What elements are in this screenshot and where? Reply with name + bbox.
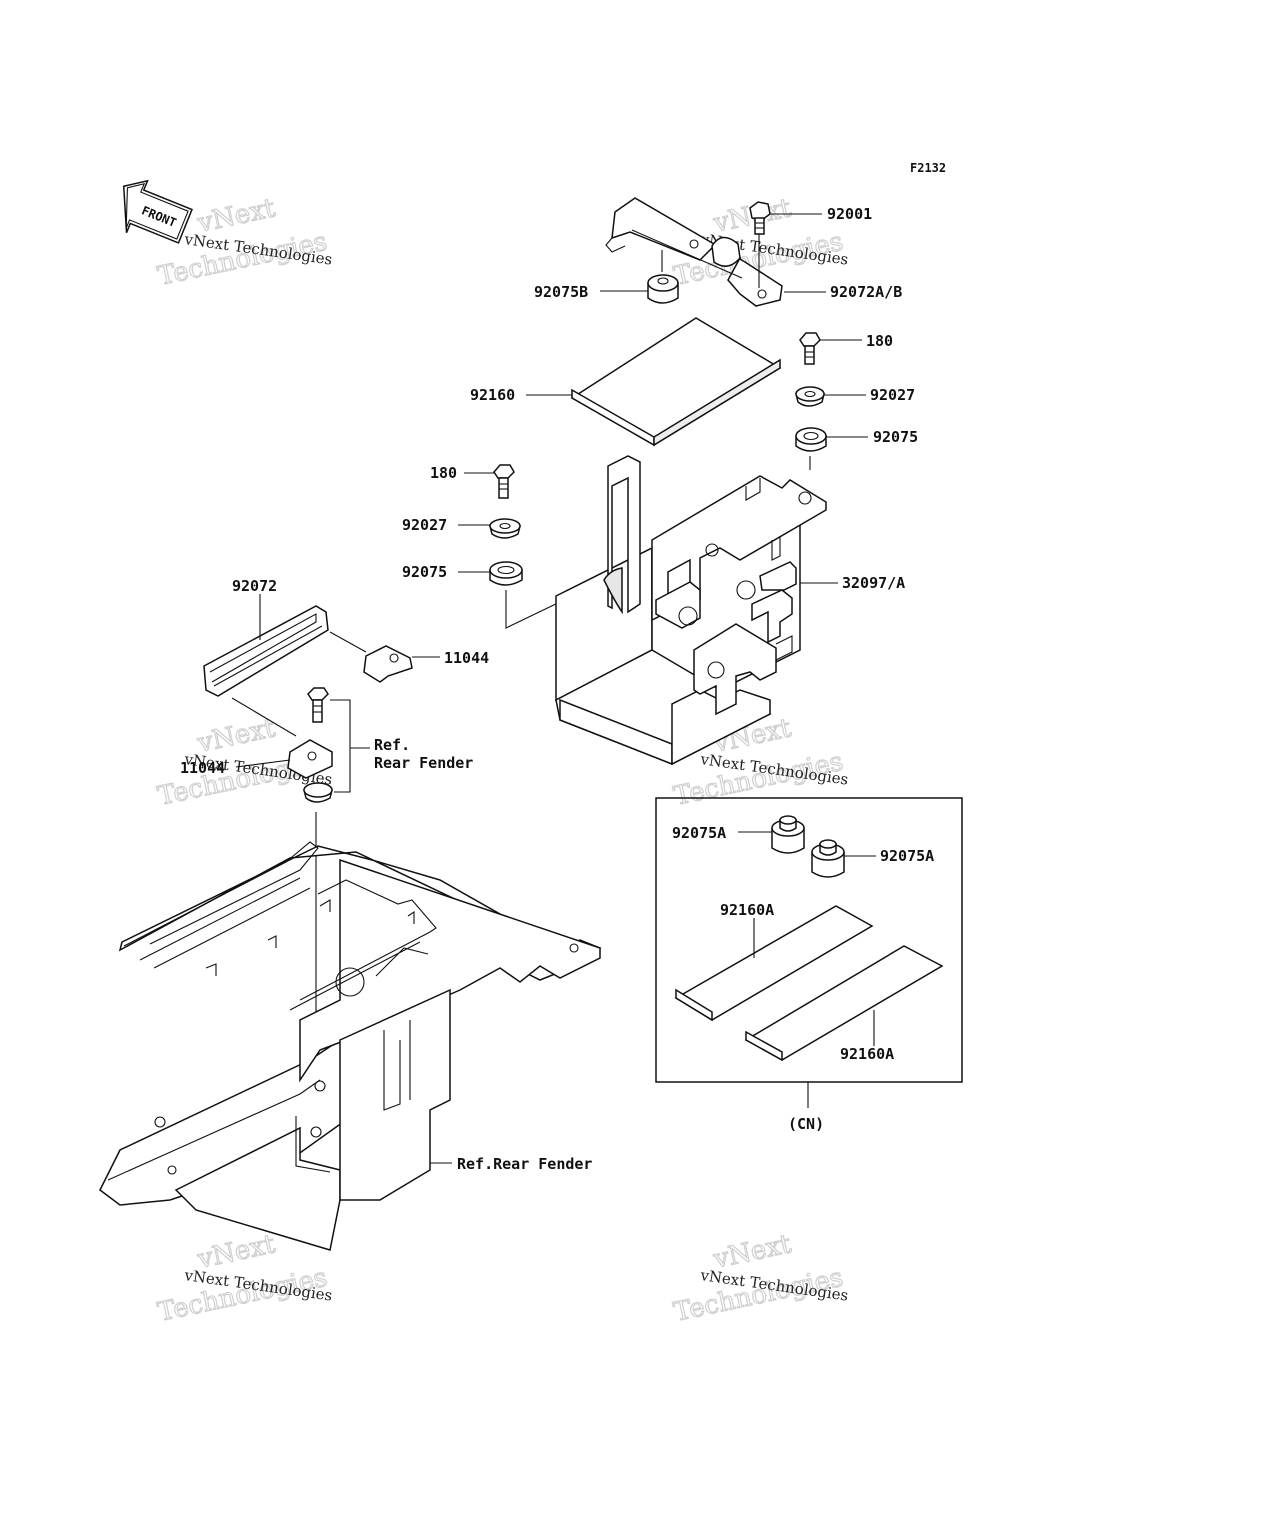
label-92072ab: 92072A/B bbox=[830, 283, 902, 301]
leader-lines bbox=[235, 213, 876, 1164]
front-arrow-icon: FRONT bbox=[122, 179, 193, 244]
pad-92160a-top bbox=[674, 905, 874, 1022]
grommet-92075-left bbox=[489, 561, 523, 586]
label-32097a: 32097/A bbox=[842, 574, 905, 592]
label-92075a-right: 92075A bbox=[880, 847, 934, 865]
bracket-11044-bottom bbox=[287, 739, 333, 779]
label-11044-top: 11044 bbox=[444, 649, 489, 667]
damper-92075b bbox=[647, 250, 679, 304]
label-92160: 92160 bbox=[470, 386, 515, 404]
grommet-92075-right bbox=[795, 427, 827, 452]
label-92075b: 92075B bbox=[534, 283, 588, 301]
bolt-ref-rear-fender bbox=[307, 687, 329, 723]
bolt-92001 bbox=[749, 201, 771, 288]
bracket-11044-top bbox=[363, 645, 413, 683]
label-92075a-left: 92075A bbox=[672, 824, 726, 842]
label-11044-bottom: 11044 bbox=[180, 759, 225, 777]
diagram-code: F2132 bbox=[910, 161, 946, 175]
damper-92075a-right bbox=[811, 839, 845, 878]
damper-92075a-left bbox=[771, 815, 805, 854]
cn-kit-box bbox=[655, 797, 963, 1108]
pad-92160a-bottom bbox=[744, 945, 944, 1062]
strap-92072 bbox=[203, 605, 329, 697]
label-92027-right: 92027 bbox=[870, 386, 915, 404]
label-92075-left: 92075 bbox=[402, 563, 447, 581]
label-ref-rear-fender-bottom: Ref.Rear Fender bbox=[457, 1155, 592, 1173]
label-ref-rear-fender-1: Ref. bbox=[374, 736, 410, 754]
collar-92027-right bbox=[795, 386, 825, 407]
label-92075-right: 92075 bbox=[873, 428, 918, 446]
label-cn: (CN) bbox=[788, 1115, 824, 1133]
label-ref-rear-fender-2: Rear Fender bbox=[374, 754, 473, 772]
bolt-180-left bbox=[493, 464, 515, 499]
collar-ref-rear-fender bbox=[303, 782, 333, 803]
watermark: vNext Technologies vNext Technologies bbox=[155, 1229, 334, 1329]
label-92160a-top: 92160A bbox=[720, 901, 774, 919]
battery-bracket bbox=[605, 197, 783, 307]
label-180-left: 180 bbox=[430, 464, 457, 482]
battery-case-32097a bbox=[555, 455, 827, 766]
label-92072: 92072 bbox=[232, 577, 277, 595]
label-180-right: 180 bbox=[866, 332, 893, 350]
label-92160a-bottom: 92160A bbox=[840, 1045, 894, 1063]
collar-92027-left bbox=[489, 518, 521, 539]
rear-fender bbox=[99, 841, 602, 1251]
watermark: vNext Technologies vNext Technologies bbox=[671, 1229, 850, 1329]
label-92001: 92001 bbox=[827, 205, 872, 223]
pad-92160 bbox=[570, 317, 782, 447]
bolt-180-right bbox=[799, 332, 821, 365]
label-92027-left: 92027 bbox=[402, 516, 447, 534]
